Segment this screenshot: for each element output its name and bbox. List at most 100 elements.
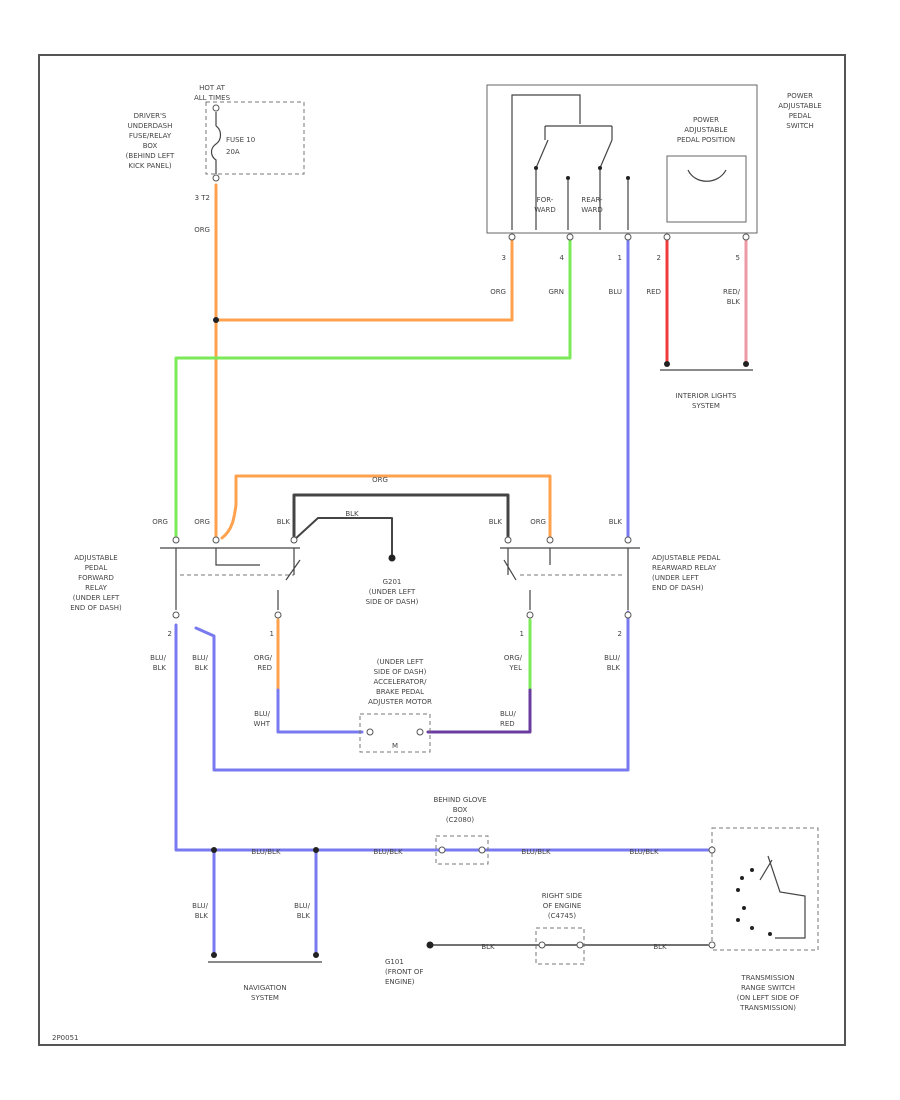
pedal-switch-title: SWITCH <box>786 122 813 130</box>
fuse-label: FUSE 10 <box>226 136 255 144</box>
rearward-label: WARD <box>581 206 603 214</box>
rearward-relay-pin <box>624 611 632 619</box>
rearward-relay-top-wire: BLK <box>489 518 503 526</box>
rearward-relay-pin <box>624 536 632 544</box>
fuse-location-line: (BEHIND LEFT <box>126 152 175 160</box>
wire-label-line: BLU/ <box>150 654 166 662</box>
wire-blk-ground <box>293 517 393 557</box>
forward-relay-pin <box>172 536 180 544</box>
trans-switch-contact <box>740 876 744 880</box>
trans-switch-title: TRANSMISSION) <box>739 1004 796 1012</box>
forward-relay-title: END OF DASH) <box>70 604 122 612</box>
glove-box-wire: BLU/BLK <box>251 848 281 856</box>
engine-side-wire: BLK <box>653 943 667 951</box>
pedal-switch-internal <box>511 94 629 230</box>
rearward-relay-pin <box>546 536 554 544</box>
top-org-label: ORG <box>372 476 388 484</box>
forward-relay-title: FORWARD <box>78 574 114 582</box>
motor-left-wire: BLU/WHT <box>254 710 271 728</box>
pedal-switch-pin <box>663 233 671 241</box>
fuse-block-times-label: ALL TIMES <box>194 94 231 102</box>
wire-label-line: BLU/ <box>192 902 208 910</box>
glove-box-title: (C2080) <box>446 816 474 824</box>
engine-side-title: (C4745) <box>548 912 576 920</box>
pedal-switch-pin-number: 1 <box>618 254 622 262</box>
glove-box-connector: BEHIND GLOVE BOX (C2080) BLU/BLK BLU/BLK… <box>251 796 659 865</box>
pedal-switch-title: ADJUSTABLE <box>778 102 821 110</box>
fuse-pin: 3 T2 <box>195 194 210 202</box>
wire-label-line: RED <box>257 664 272 672</box>
motor-terminal <box>416 728 424 736</box>
fuse-location-line: DRIVER'S <box>134 112 167 120</box>
wire-org-to-pedal-switch <box>214 238 514 322</box>
splice-dot <box>211 847 217 853</box>
forward-relay-title: ADJUSTABLE <box>74 554 117 562</box>
rearward-relay-coil <box>503 548 629 610</box>
wire-label-line: BLK <box>607 664 621 672</box>
rearward-relay-bottom-wire: ORG/YEL <box>504 654 523 672</box>
forward-relay-pin <box>290 536 298 544</box>
pedal-switch-pin-number: 5 <box>736 254 740 262</box>
wire-label-line: BLK <box>195 912 209 920</box>
trans-switch-title: TRANSMISSION <box>740 974 794 982</box>
motor-title: ACCELERATOR/ <box>373 678 427 686</box>
fuse-block-hot-label: HOT AT <box>199 84 226 92</box>
wire-label-line: BLU/ <box>294 902 310 910</box>
engine-side-wire: BLK <box>481 943 495 951</box>
forward-label: FOR- <box>537 196 554 204</box>
engine-side-title: RIGHT SIDE <box>542 892 582 900</box>
splice-dot <box>213 317 219 323</box>
forward-relay-title: (UNDER LEFT <box>73 594 120 602</box>
interior-lights-label: SYSTEM <box>692 402 720 410</box>
navigation-terminal <box>313 952 319 958</box>
rearward-relay: BLK ORG BLK ADJUSTABLE PEDAL REARWARD RE… <box>489 518 721 672</box>
forward-relay: ORG ORG BLK ADJUSTABLE PEDAL FORWARD REL… <box>70 518 301 672</box>
ground-g201: G201 (UNDER LEFT SIDE OF DASH) <box>366 554 419 606</box>
forward-relay-pin-number: 1 <box>270 630 274 638</box>
wires <box>174 183 748 957</box>
fuse-location-line: BOX <box>143 142 158 150</box>
navigation-title: SYSTEM <box>251 994 279 1002</box>
pedal-switch-wire-label: RED/BLK <box>723 288 741 306</box>
fuse-block: HOT AT ALL TIMES DRIVER'S UNDERDASH FUSE… <box>126 84 305 234</box>
switch-contact <box>598 166 602 170</box>
forward-relay-top-wire: ORG <box>152 518 168 526</box>
wire-label-line: BLK <box>727 298 741 306</box>
wire-blu-blk-main <box>174 623 710 852</box>
fuse-rating: 20A <box>226 148 240 156</box>
wire-label-line: BLU/ <box>500 710 516 718</box>
glove-box-title: BEHIND GLOVE <box>433 796 486 804</box>
trans-switch-wiper <box>759 855 806 939</box>
pedal-switch-pin <box>508 233 516 241</box>
rearward-relay-top-wire: ORG <box>530 518 546 526</box>
motor-title: (UNDER LEFT <box>377 658 424 666</box>
wire-label-line: BLU/ <box>192 654 208 662</box>
trans-switch-contact <box>750 868 754 872</box>
adjuster-motor: (UNDER LEFT SIDE OF DASH) ACCELERATOR/ B… <box>254 658 516 753</box>
wire-label-line: WHT <box>254 720 271 728</box>
glove-box-title: BOX <box>453 806 468 814</box>
pedal-switch-pin <box>742 233 750 241</box>
glove-box-wire: BLU/BLK <box>373 848 403 856</box>
ground-g201-label: (UNDER LEFT <box>369 588 416 596</box>
rearward-relay-top-wire: BLK <box>609 518 623 526</box>
navigation-system: BLU/BLK BLU/BLK NAVIGATION SYSTEM <box>192 902 322 1002</box>
wire-grn <box>174 238 572 542</box>
trans-switch-title: (ON LEFT SIDE OF <box>737 994 800 1002</box>
fuse-terminal-top <box>212 104 220 112</box>
forward-relay-title: PEDAL <box>85 564 108 572</box>
interior-lights-terminal <box>743 361 749 367</box>
navigation-terminal <box>211 952 217 958</box>
forward-relay-pin <box>274 611 282 619</box>
navigation-title: NAVIGATION <box>243 984 286 992</box>
rearward-relay-pin <box>526 611 534 619</box>
motor-right-wire: BLU/RED <box>500 710 516 728</box>
engine-side-dashed <box>535 927 585 965</box>
fuse-location-line: FUSE/RELAY <box>129 132 172 140</box>
pedal-switch-title: PEDAL <box>789 112 812 120</box>
forward-relay-pin <box>172 611 180 619</box>
glove-box-wire: BLU/BLK <box>521 848 551 856</box>
pedal-switch-wire-label: RED <box>646 288 661 296</box>
trans-switch-contact <box>750 926 754 930</box>
pedal-switch: POWER ADJUSTABLE PEDAL SWITCH POWER ADJU… <box>486 84 822 306</box>
